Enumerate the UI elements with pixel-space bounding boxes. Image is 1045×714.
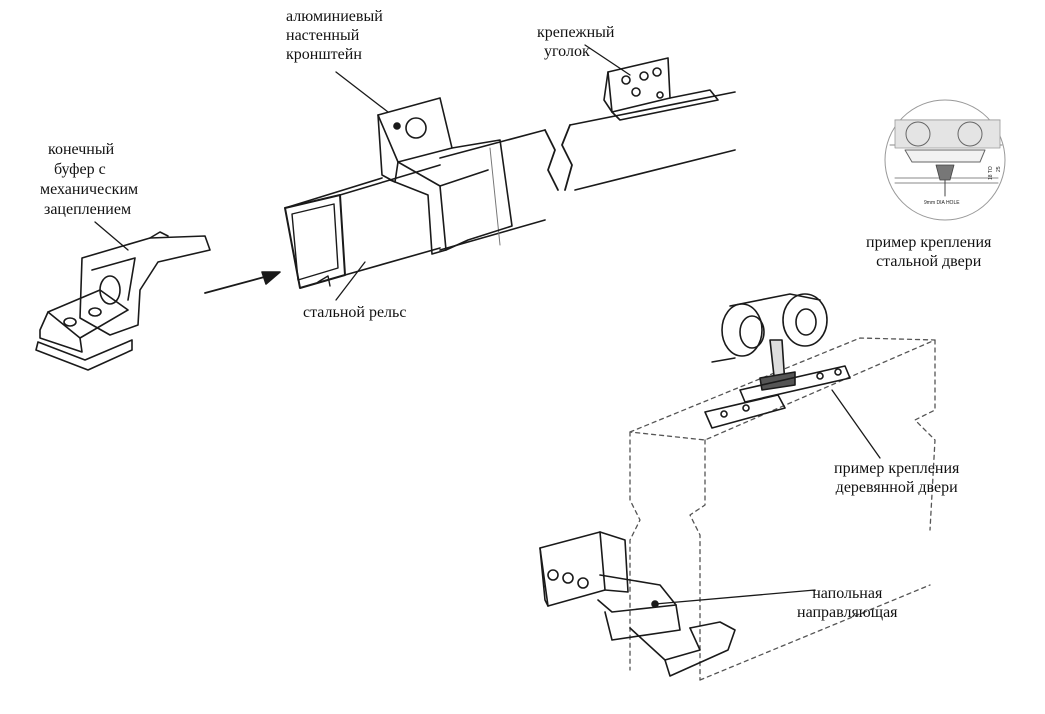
- leader-angle: [584, 44, 631, 76]
- label-steel-door-example: пример крепления стальной двери: [866, 234, 992, 270]
- floor-guide-drawing: [539, 531, 736, 677]
- label-aluminium-bracket: алюминиевый настенный кронштейн: [286, 8, 383, 63]
- leader-wood-door: [831, 389, 881, 459]
- leader-buffer: [94, 221, 129, 251]
- aluminium-wall-bracket-drawing: [377, 97, 513, 255]
- end-buffer-drawing: [35, 231, 211, 371]
- label-floor-guide: напольная направляющая: [797, 585, 898, 621]
- roller-carriage-drawing: [704, 293, 851, 429]
- door-outline-dashed: [629, 337, 936, 681]
- label-wood-door-example: пример крепления деревянной двери: [834, 460, 960, 496]
- hole-note: 9mm DIA HOLE: [924, 200, 960, 206]
- dimension-a: 18 TO: [988, 166, 994, 180]
- steel-door-detail-inset: 9mm DIA HOLE 18 TO 25: [884, 99, 1006, 221]
- label-steel-rail: стальной рельс: [303, 304, 407, 321]
- insertion-arrow: [204, 271, 281, 294]
- label-end-buffer: конечный буфер с механическим зацепление…: [40, 141, 139, 218]
- steel-rail-drawing: [284, 91, 736, 289]
- dimension-b: 25: [996, 166, 1002, 172]
- leader-rail: [335, 261, 366, 301]
- leader-bracket: [335, 71, 389, 113]
- mounting-angle-drawing: [603, 57, 719, 121]
- leader-lines: [94, 44, 881, 605]
- label-mounting-angle: крепежный уголок: [537, 24, 615, 60]
- leader-floor-guide: [654, 589, 816, 605]
